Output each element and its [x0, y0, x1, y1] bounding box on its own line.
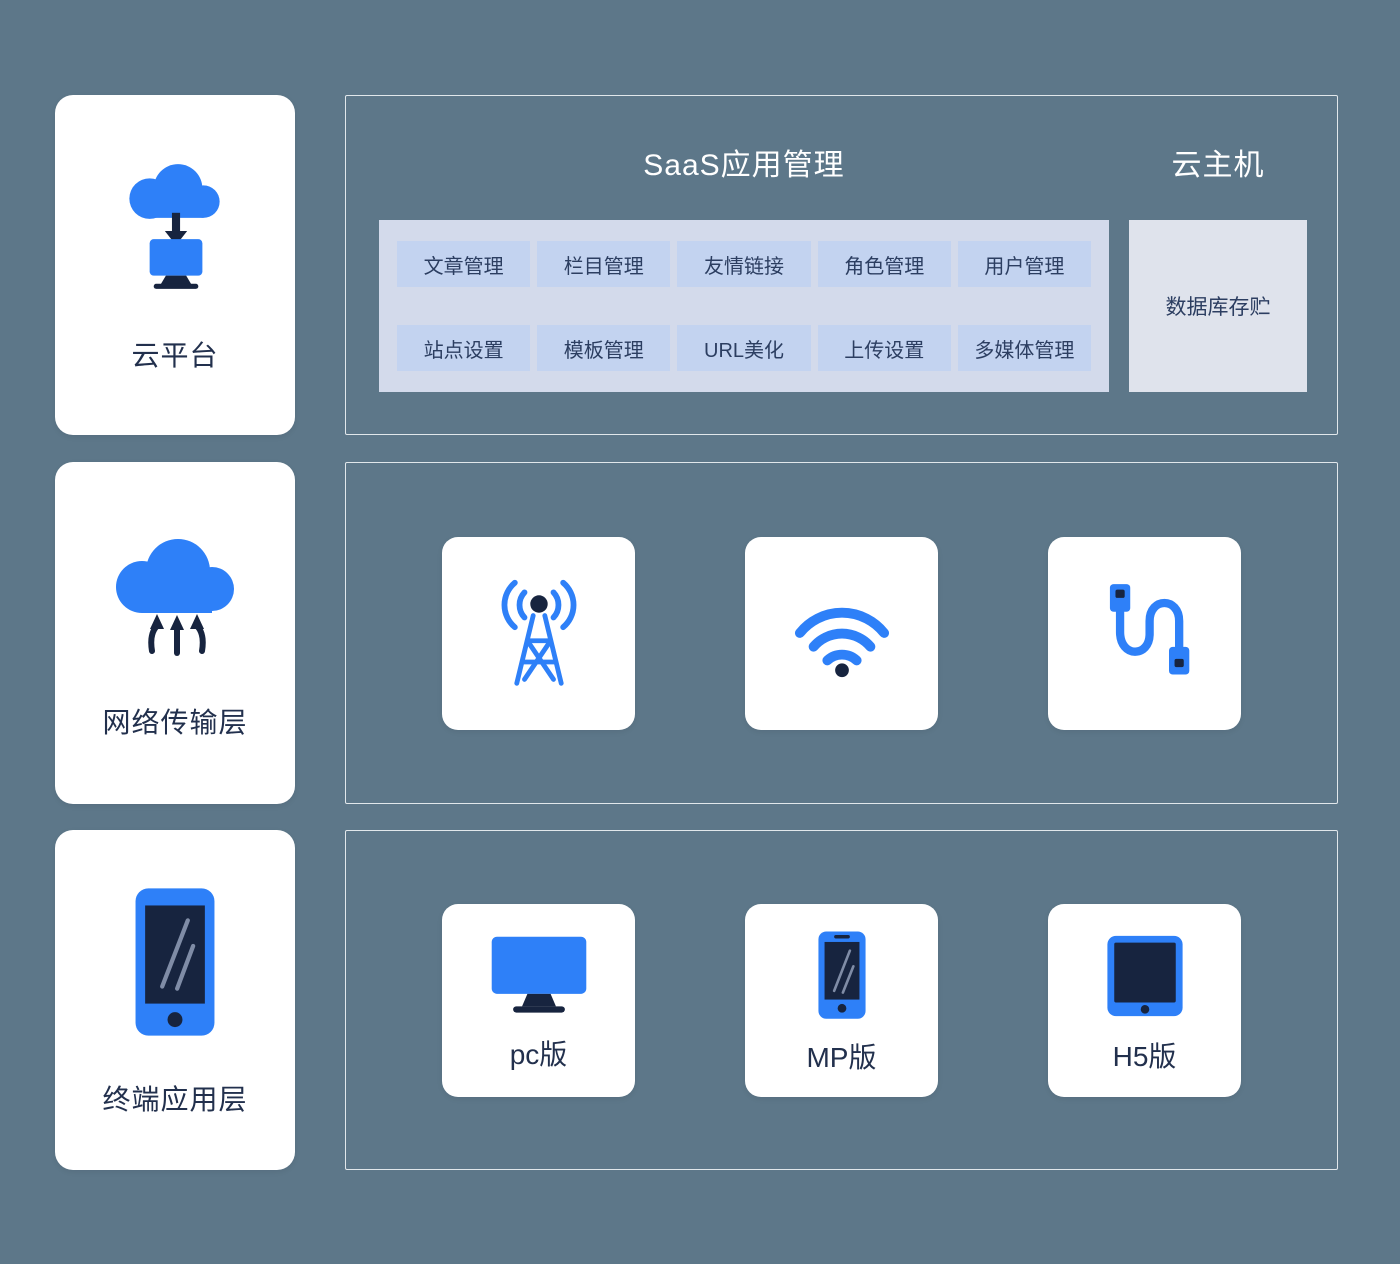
- usb-cable-tile: [1048, 536, 1241, 730]
- module-row-1: 文章管理 栏目管理 友情链接 角色管理 用户管理: [397, 241, 1092, 287]
- cloud-host-title: 云主机: [1171, 149, 1265, 182]
- chip-url-beautify: URL美化: [677, 325, 811, 371]
- pc-version-label: pc版: [509, 1039, 568, 1070]
- wifi-tile: [745, 536, 938, 730]
- pc-version-tile: pc版: [442, 903, 635, 1097]
- network-panel: [345, 462, 1338, 804]
- module-row-2: 站点设置 模板管理 URL美化 上传设置 多媒体管理: [397, 325, 1092, 371]
- mp-version-label: MP版: [806, 1042, 877, 1073]
- network-layer-label: 网络传输层: [102, 707, 248, 738]
- antenna-tile: [442, 536, 635, 730]
- desktop-monitor-icon: [491, 936, 586, 1013]
- chip-friend-links: 友情链接: [677, 241, 811, 287]
- chip-upload-settings: 上传设置: [817, 325, 951, 371]
- mobile-phone-icon: [817, 931, 866, 1019]
- smartphone-icon: [135, 888, 215, 1036]
- chip-template-mgmt: 模板管理: [537, 325, 671, 371]
- terminal-tile-row: pc版 MP版: [346, 831, 1337, 1169]
- cloud-platform-card: 云平台: [55, 95, 295, 435]
- database-storage-box: 数据库存贮: [1129, 220, 1307, 392]
- terminal-layer-label: 终端应用层: [102, 1084, 248, 1115]
- h5-version-label: H5版: [1112, 1041, 1177, 1072]
- h5-version-tile: H5版: [1048, 903, 1241, 1097]
- chip-column-mgmt: 栏目管理: [537, 241, 671, 287]
- wifi-icon: [794, 607, 889, 678]
- terminal-layer-card: 终端应用层: [55, 830, 295, 1170]
- antenna-tower-icon: [501, 579, 576, 686]
- chip-site-settings: 站点设置: [397, 325, 531, 371]
- chip-multimedia-mgmt: 多媒体管理: [957, 325, 1092, 371]
- saas-title: SaaS应用管理: [643, 149, 845, 182]
- chip-role-mgmt: 角色管理: [817, 241, 951, 287]
- terminal-panel: pc版 MP版: [345, 830, 1338, 1170]
- chip-article-mgmt: 文章管理: [397, 241, 531, 287]
- cloud-download-monitor-icon: [129, 164, 220, 289]
- saas-panel: SaaS应用管理 云主机 文章管理 栏目管理 友情链接 角色管理 用户管理 站点…: [345, 95, 1338, 435]
- cloud-platform-label: 云平台: [131, 340, 219, 371]
- tablet-icon: [1106, 935, 1183, 1017]
- mp-version-tile: MP版: [745, 903, 938, 1097]
- chip-user-mgmt: 用户管理: [957, 241, 1092, 287]
- module-grid: 文章管理 栏目管理 友情链接 角色管理 用户管理 站点设置 模板管理 URL美化…: [379, 220, 1109, 392]
- usb-cable-icon: [1109, 584, 1189, 675]
- network-layer-card: 网络传输层: [55, 462, 295, 804]
- cloud-upload-icon: [116, 539, 234, 656]
- network-tile-row: [346, 463, 1337, 803]
